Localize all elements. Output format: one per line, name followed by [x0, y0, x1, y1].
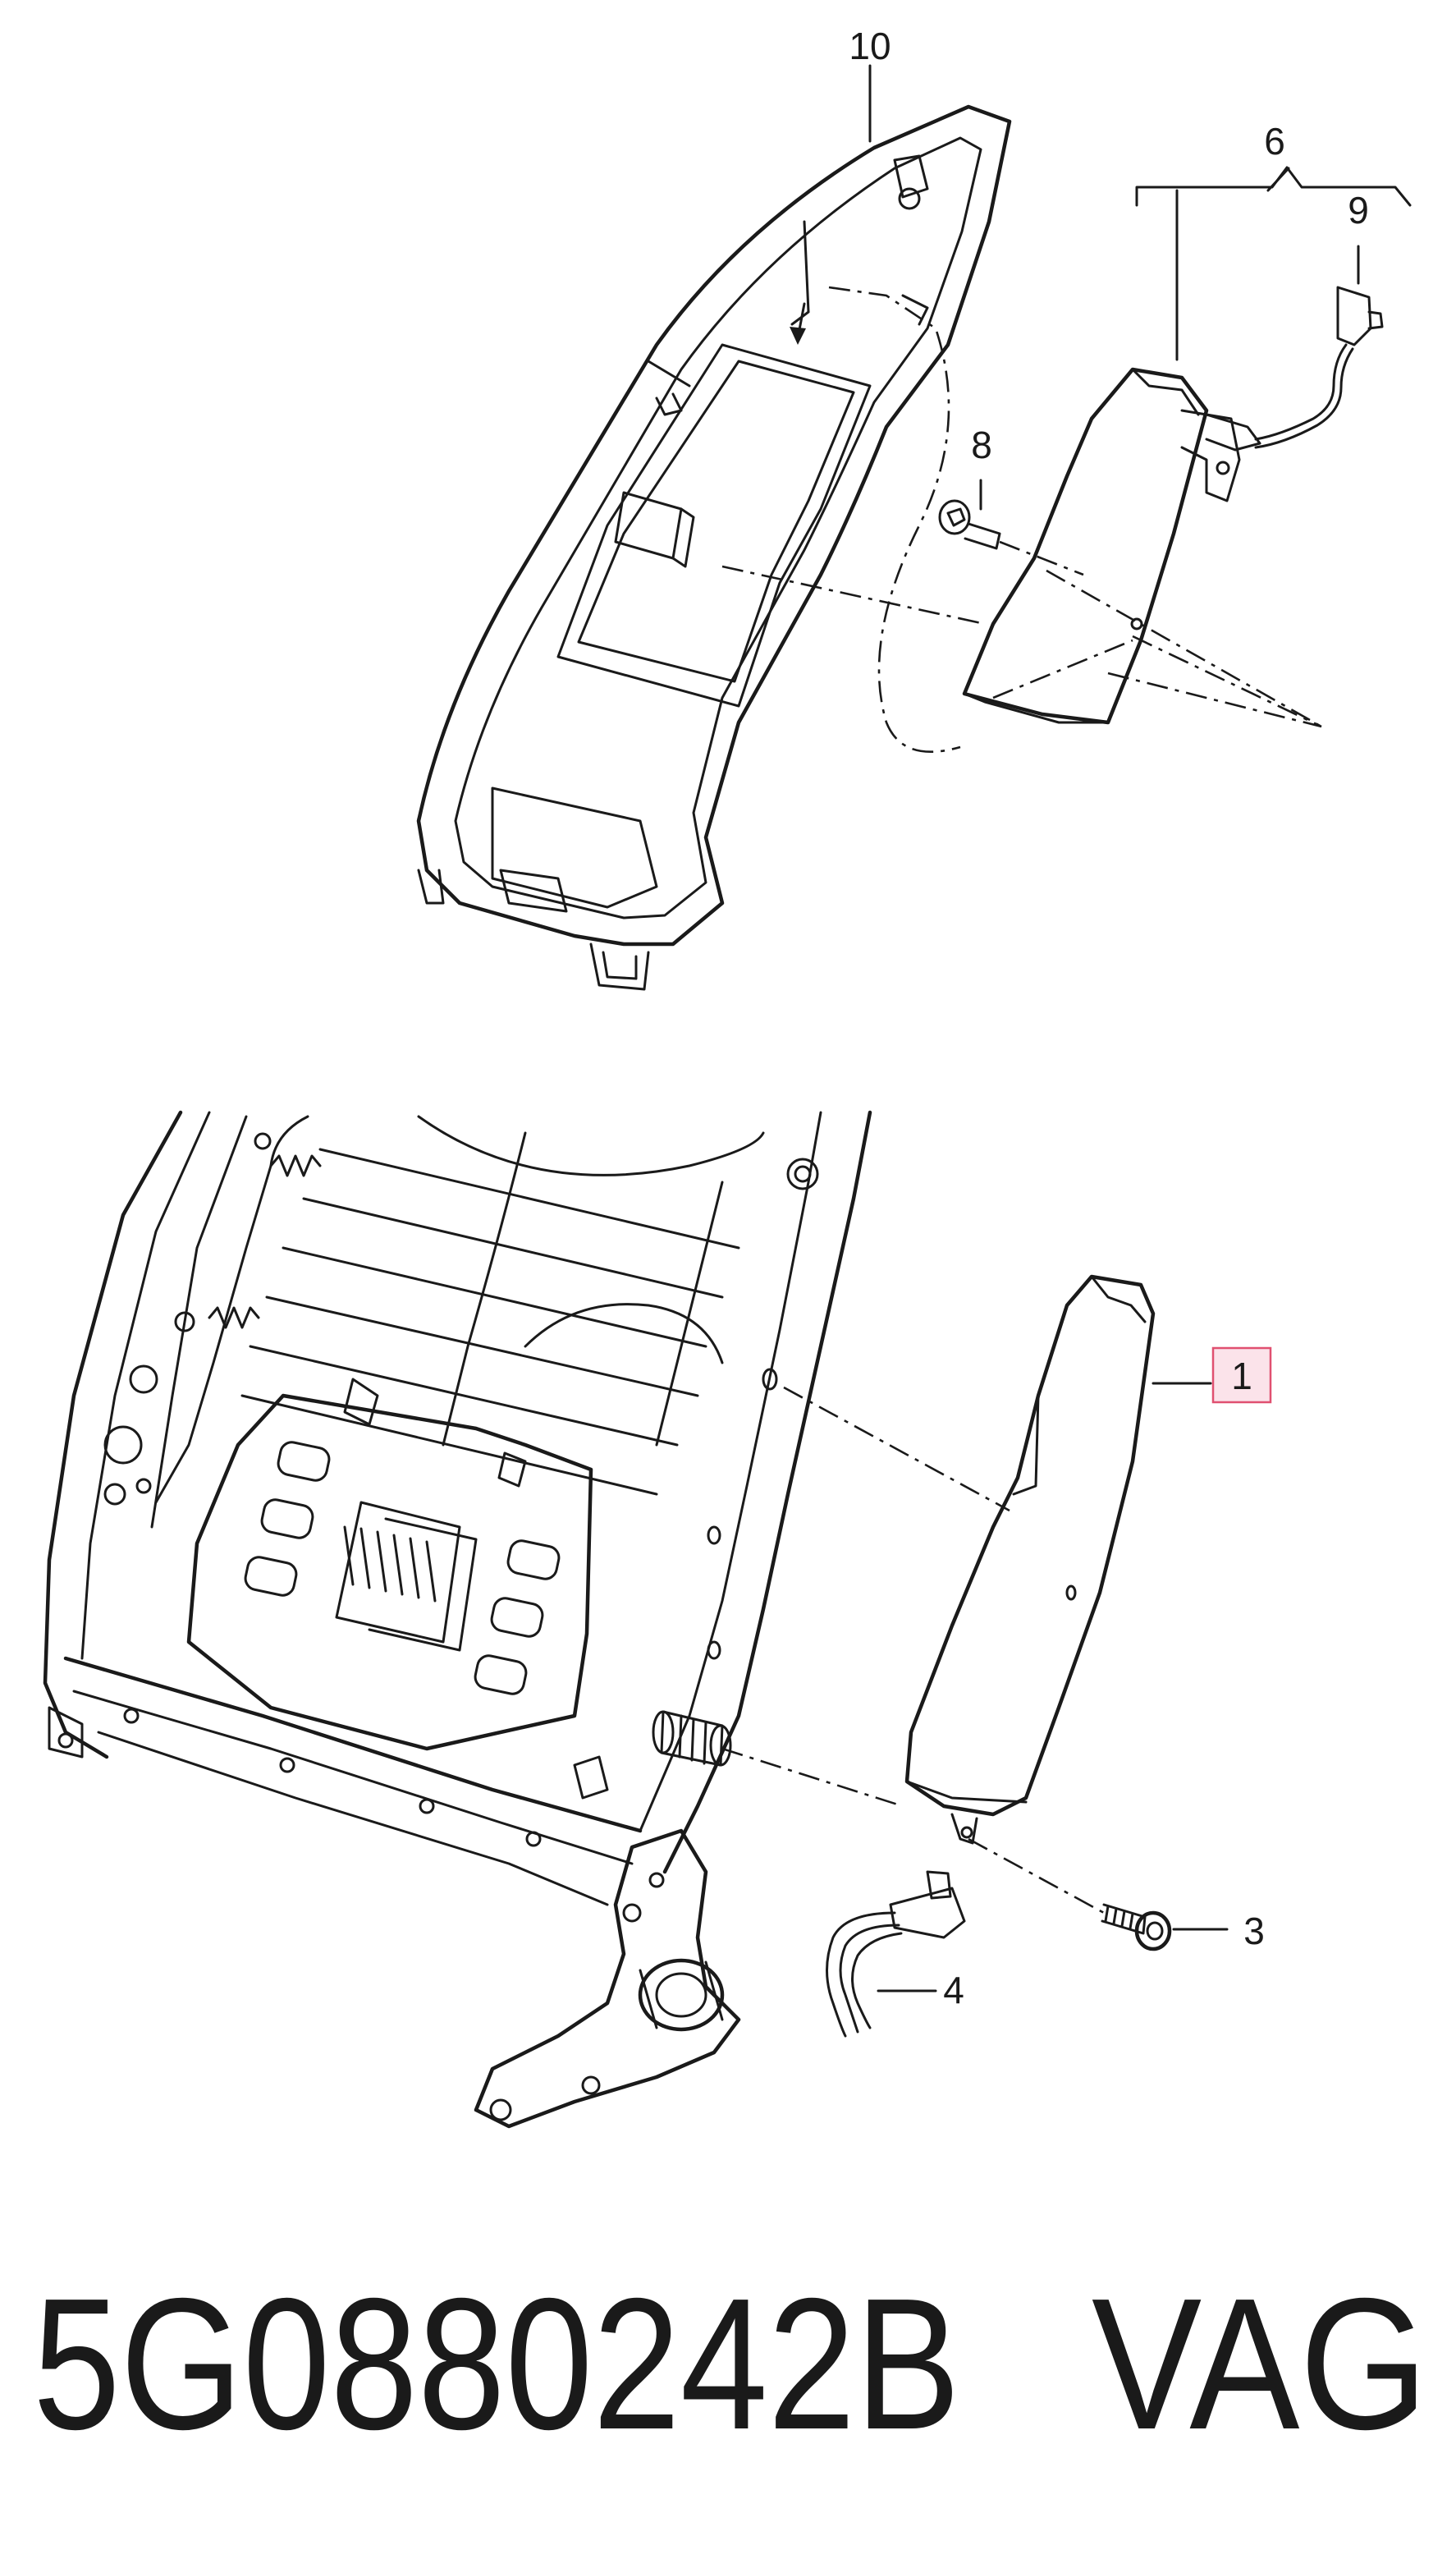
- screw-8: [938, 479, 1001, 550]
- springs: [208, 1154, 322, 1329]
- airbag-module-1: [904, 1274, 1156, 1845]
- seat-side-trim-panel: [416, 104, 1012, 991]
- callout-1-highlight: [1211, 1346, 1272, 1404]
- part-number: 5G0880242B: [33, 2260, 960, 2469]
- callout-10: 10: [849, 25, 891, 67]
- airbag-module-upper: [962, 245, 1384, 725]
- bracket-6: [1135, 166, 1412, 361]
- assembly-lines-bottom: [721, 1386, 1105, 1915]
- assembly-lines-top: [721, 540, 1322, 728]
- callout-3: 3: [1243, 1910, 1265, 1952]
- brand-label: VAG: [1092, 2260, 1428, 2469]
- callout-4: 4: [943, 1969, 964, 2011]
- callout-1: 1: [1231, 1355, 1252, 1397]
- screw-3: [1101, 1903, 1229, 1951]
- callout-6: 6: [1264, 120, 1285, 163]
- wiring-harness-4: [826, 1870, 966, 2038]
- callout-9: 9: [1348, 189, 1369, 232]
- callout-leaders: [868, 64, 1290, 1385]
- seat-frame: [43, 1110, 872, 2129]
- callout-8: 8: [971, 424, 992, 466]
